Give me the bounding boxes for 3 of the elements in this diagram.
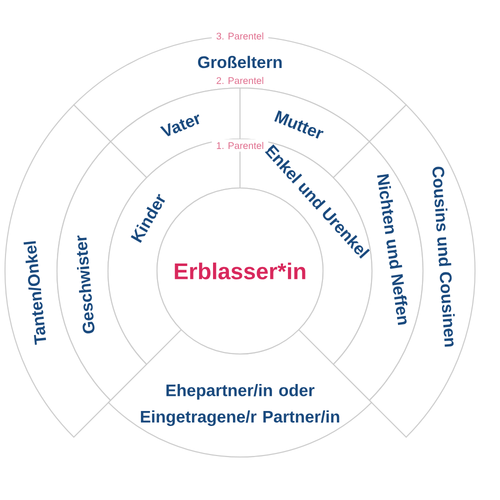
- parentel-tab: 3. Parentel: [212, 30, 268, 42]
- parentel-tab: 2. Parentel: [212, 74, 268, 87]
- spouse-sector: Ehepartner/in oder Eingetragene/r Partner/in: [108, 329, 372, 458]
